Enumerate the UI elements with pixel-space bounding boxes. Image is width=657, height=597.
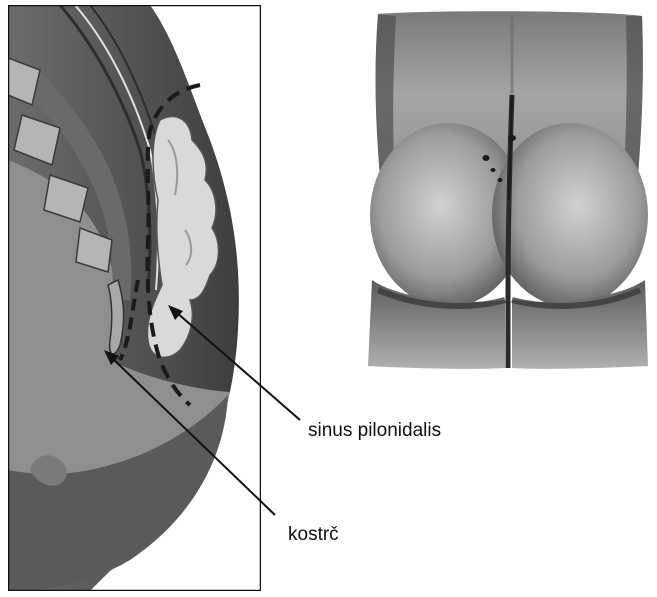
back-view-panel bbox=[368, 11, 648, 369]
coccyx-label: kostrč bbox=[288, 524, 339, 546]
cross-section-panel bbox=[8, 5, 261, 591]
sinus-pilonidalis-label: sinus pilonidalis bbox=[308, 420, 441, 442]
